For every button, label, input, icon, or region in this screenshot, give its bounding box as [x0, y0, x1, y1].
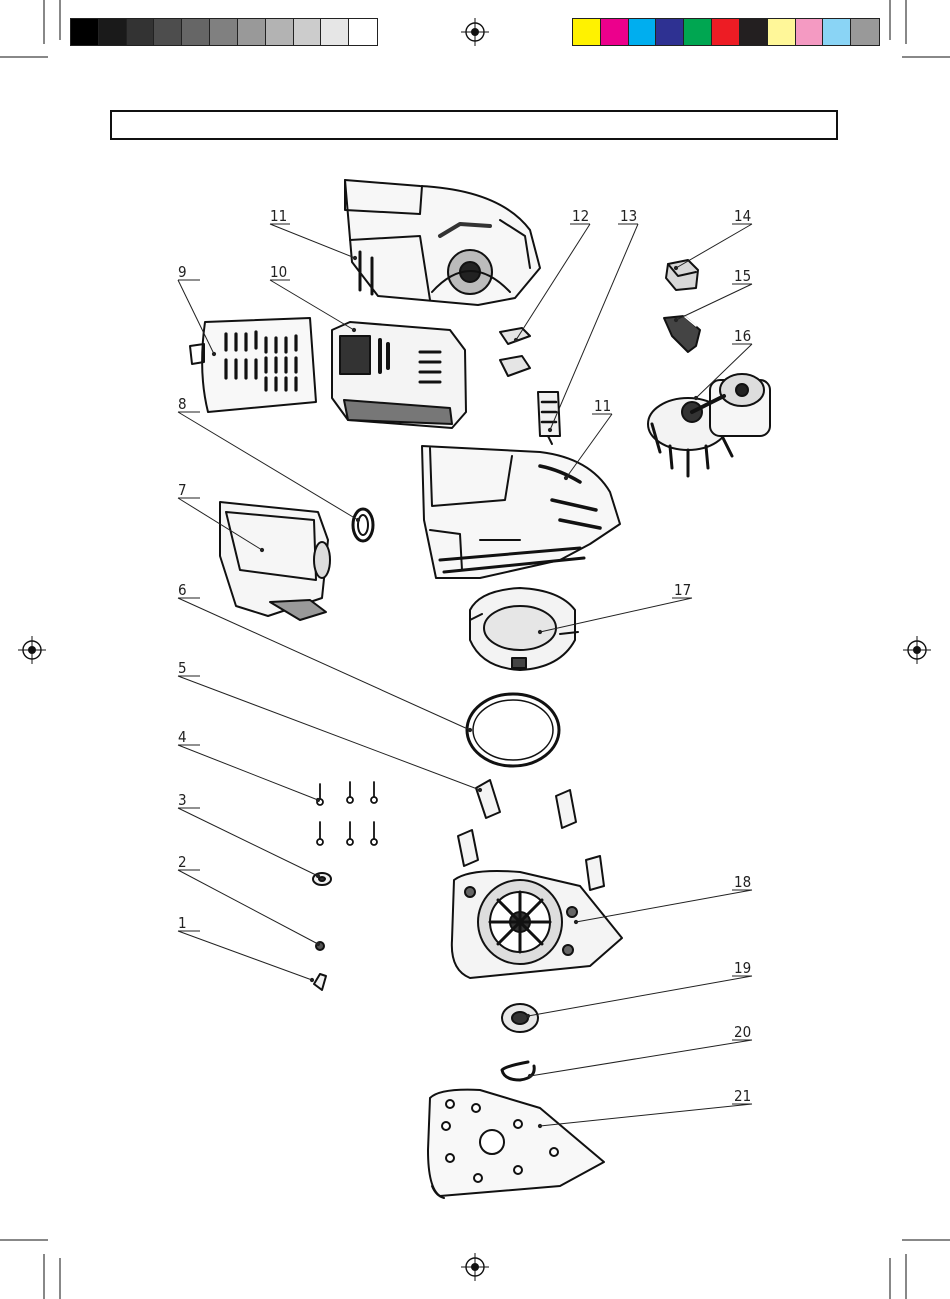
- callout-number: 15: [734, 267, 751, 285]
- part-15-switch-lever: [664, 316, 700, 352]
- callout-part-5: 5: [178, 659, 482, 792]
- leader-dot: [468, 728, 471, 731]
- callout-number: 7: [178, 481, 187, 499]
- leader-line: [178, 412, 358, 520]
- part-10-battery-pack: [332, 322, 466, 428]
- part-6-ring: [467, 694, 559, 766]
- callout-number: 20: [734, 1023, 751, 1041]
- callout-number: 19: [734, 959, 751, 977]
- leader-dot: [528, 1074, 531, 1077]
- callout-number: 6: [178, 581, 187, 599]
- callout-number: 10: [270, 263, 287, 281]
- leader-dot: [352, 328, 355, 331]
- callout-part-4: 4: [178, 728, 320, 802]
- leader-dot: [674, 266, 677, 269]
- leader-dot: [538, 1124, 541, 1127]
- callout-number: 16: [734, 327, 751, 345]
- part-8-o-ring: [353, 509, 373, 541]
- callout-part-21: 21: [538, 1087, 752, 1128]
- callout-number: 11: [594, 397, 611, 415]
- callout-number: 13: [620, 207, 637, 225]
- callout-number: 17: [674, 581, 691, 599]
- part-17-fan-ring: [470, 588, 578, 670]
- part-9-grille-cover: [190, 318, 316, 412]
- leader-dot: [356, 518, 359, 521]
- leader-dot: [478, 788, 481, 791]
- part-16-motor-fan: [648, 374, 770, 476]
- callout-number: 4: [178, 728, 187, 746]
- callout-part-20: 20: [528, 1023, 752, 1078]
- part-19-bearing: [502, 1004, 538, 1032]
- leader-line: [178, 870, 318, 944]
- leader-dot: [514, 338, 517, 341]
- callout-number: 5: [178, 659, 187, 677]
- callout-number: 9: [178, 263, 187, 281]
- callout-part-1: 1: [178, 914, 314, 982]
- part-13-switch-plate: [538, 392, 560, 444]
- leader-line: [178, 745, 318, 800]
- part-1-screw: [314, 974, 326, 990]
- registration-mark-top: [461, 18, 489, 46]
- leader-line: [270, 224, 355, 258]
- leader-dot: [548, 428, 551, 431]
- leader-dot: [316, 942, 319, 945]
- registration-mark-bottom: [461, 1253, 489, 1281]
- callout-number: 8: [178, 395, 187, 413]
- callout-part-11: 11: [270, 207, 357, 260]
- leader-line: [178, 598, 470, 730]
- leader-dot: [674, 318, 677, 321]
- part-11-lower-housing: [422, 446, 620, 578]
- leader-line: [530, 1040, 752, 1076]
- part-7-dust-box: [220, 502, 330, 620]
- callout-number: 21: [734, 1087, 751, 1105]
- leader-line: [178, 280, 214, 354]
- leader-dot: [212, 352, 215, 355]
- leader-dot: [260, 548, 263, 551]
- registration-mark-left: [18, 636, 46, 664]
- part-4-screws: [317, 782, 377, 845]
- leader-dot: [316, 798, 319, 801]
- leader-dot: [574, 920, 577, 923]
- leader-dot: [564, 476, 567, 479]
- callout-number: 12: [572, 207, 589, 225]
- callout-part-8: 8: [178, 395, 360, 522]
- leader-line: [178, 931, 312, 980]
- leader-dot: [310, 978, 313, 981]
- leader-line: [576, 890, 752, 922]
- callout-number: 3: [178, 791, 187, 809]
- leader-line: [540, 1104, 752, 1126]
- leader-line: [676, 224, 752, 268]
- leader-line: [528, 976, 752, 1016]
- leader-line: [178, 808, 318, 876]
- callout-number: 18: [734, 873, 751, 891]
- callout-number: 14: [734, 207, 751, 225]
- part-21-sanding-pad: [428, 1090, 604, 1198]
- callout-number: 1: [178, 914, 187, 932]
- leader-dot: [353, 256, 356, 259]
- leader-dot: [526, 1014, 529, 1017]
- callout-number: 11: [270, 207, 287, 225]
- part-12-contact-plates: [500, 328, 530, 376]
- callout-part-6: 6: [178, 581, 472, 732]
- registration-mark-right: [903, 636, 931, 664]
- callout-number: 2: [178, 853, 187, 871]
- leader-dot: [694, 396, 697, 399]
- callout-part-3: 3: [178, 791, 320, 878]
- leader-dot: [538, 630, 541, 633]
- leader-dot: [316, 874, 319, 877]
- leader-line: [178, 676, 480, 790]
- part-11-upper-housing: [345, 180, 540, 305]
